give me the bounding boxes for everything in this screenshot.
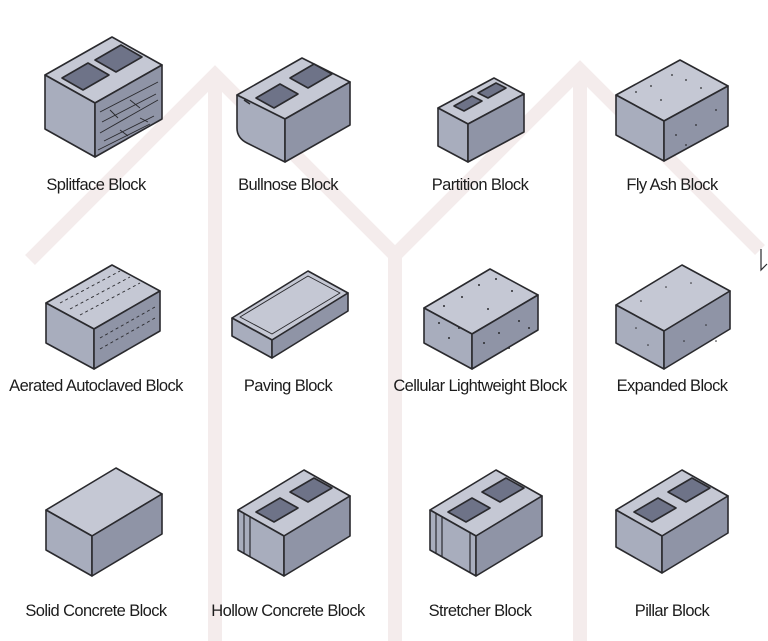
block-card-solid-concrete: Solid Concrete Block <box>0 428 192 641</box>
mouse-pointer-icon <box>760 249 768 272</box>
expanded-block-icon <box>615 264 731 370</box>
block-card-hollow-concrete: Hollow Concrete Block <box>192 428 384 641</box>
block-label: Partition Block <box>431 176 529 194</box>
block-label: Paving Block <box>243 377 333 395</box>
block-card-fly-ash: Fly Ash Block <box>576 0 768 213</box>
block-label: Aerated Autoclaved Block <box>9 377 183 395</box>
cellular-lightweight-block-icon <box>423 268 539 370</box>
block-label: Solid Concrete Block <box>25 602 167 620</box>
bullnose-block-icon <box>236 57 351 163</box>
paving-block-icon <box>231 270 349 359</box>
block-card-paving: Paving Block <box>192 213 384 426</box>
block-card-cellular-lightweight: Cellular Lightweight Block <box>384 213 576 426</box>
block-label: Cellular Lightweight Block <box>393 377 567 395</box>
block-label: Pillar Block <box>634 602 710 620</box>
block-label: Stretcher Block <box>428 602 532 620</box>
aerated-autoclaved-block-icon <box>45 264 161 370</box>
block-label: Splitface Block <box>46 176 146 194</box>
partition-block-icon <box>437 77 525 163</box>
pillar-block-icon <box>615 469 729 574</box>
block-label: Fly Ash Block <box>626 176 718 194</box>
block-card-stretcher: Stretcher Block <box>384 428 576 641</box>
hollow-concrete-block-icon <box>237 469 351 577</box>
block-card-expanded: Expanded Block <box>576 213 768 426</box>
block-card-splitface: Splitface Block <box>0 0 192 213</box>
block-card-pillar: Pillar Block <box>576 428 768 641</box>
stretcher-block-icon <box>429 469 543 577</box>
block-card-partition: Partition Block <box>384 0 576 213</box>
block-card-bullnose: Bullnose Block <box>192 0 384 213</box>
block-card-aerated-autoclaved: Aerated Autoclaved Block <box>0 213 192 426</box>
splitface-block-icon <box>44 36 163 158</box>
solid-concrete-block-icon <box>45 467 163 577</box>
block-label: Expanded Block <box>616 377 728 395</box>
block-label: Bullnose Block <box>238 176 338 194</box>
fly-ash-block-icon <box>615 59 729 162</box>
block-label: Hollow Concrete Block <box>211 602 365 620</box>
